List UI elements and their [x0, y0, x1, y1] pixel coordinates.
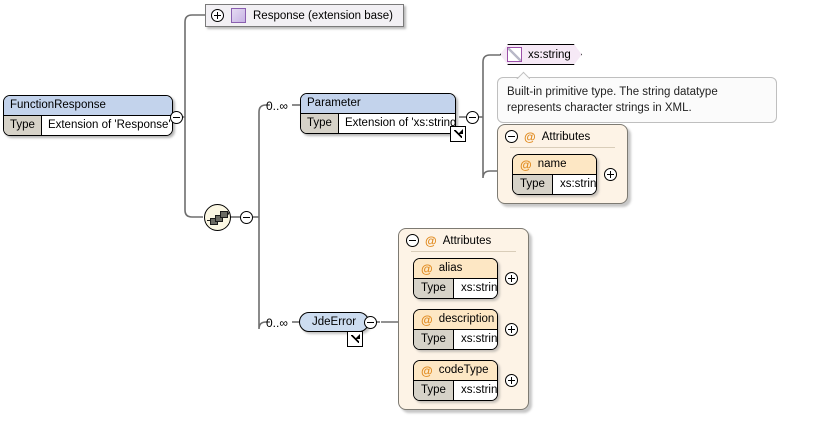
simple-type-annotation-tooltip: Built-in primitive type. The string data…: [497, 77, 777, 123]
attribute-description-box[interactable]: @ description Type xs:string: [413, 309, 498, 350]
attribute-type-row: Type xs:string: [513, 175, 596, 194]
parameter-attributes-group[interactable]: @ Attributes @ name Type xs:string: [497, 124, 628, 204]
attribute-name: alias: [438, 262, 463, 274]
attribute-type-value: xs:string: [453, 381, 497, 400]
root-element-type-row: Type Extension of 'Response': [4, 116, 172, 135]
parameter-type-row: Type Extension of 'xs:string': [301, 114, 455, 133]
extension-base-label: Response (extension base): [253, 9, 393, 22]
parameter-name: Parameter: [301, 94, 455, 114]
attribute-expand-toggle[interactable]: [505, 272, 518, 285]
at-symbol-icon: @: [421, 261, 433, 276]
attribute-type-row: Type xs:string: [414, 381, 497, 400]
attribute-item[interactable]: @ codeType Type xs:string: [413, 360, 518, 401]
attribute-name: description: [438, 313, 495, 325]
divider: [411, 251, 516, 252]
parameter-type-key: Type: [301, 114, 339, 133]
root-element-functionresponse[interactable]: FunctionResponse Type Extension of 'Resp…: [3, 95, 173, 136]
at-symbol-icon: @: [421, 312, 433, 327]
attribute-expand-toggle[interactable]: [604, 168, 617, 181]
root-element-type-key: Type: [4, 116, 42, 135]
jdeerror-collapse-toggle[interactable]: [364, 316, 377, 329]
parameter-cardinality: 0..∞: [266, 99, 288, 113]
simple-type-annotation-text: Built-in primitive type. The string data…: [507, 86, 718, 114]
attribute-type-value: xs:string: [552, 175, 596, 194]
attribute-name-box[interactable]: @ name Type xs:string: [512, 154, 597, 195]
at-symbol-icon: @: [524, 129, 536, 144]
simple-type-xs-string[interactable]: xs:string: [500, 44, 582, 65]
parameter-attributes-header: @ Attributes: [498, 125, 627, 147]
attribute-header: @ description: [414, 310, 497, 330]
simple-type-label: xs:string: [528, 48, 571, 61]
sequence-collapse-toggle[interactable]: [240, 211, 253, 224]
attribute-expand-toggle[interactable]: [505, 374, 518, 387]
attribute-name: name: [537, 158, 567, 170]
parameter-collapse-toggle[interactable]: [466, 111, 479, 124]
complex-type-square-icon: [231, 8, 246, 23]
child-element-parameter[interactable]: Parameter Type Extension of 'xs:string': [300, 93, 456, 134]
attribute-type-row: Type xs:string: [414, 330, 497, 349]
attribute-item[interactable]: @ name Type xs:string: [512, 154, 617, 195]
root-element-type-value: Extension of 'Response': [41, 116, 172, 135]
parameter-external-link-icon[interactable]: [450, 126, 466, 142]
attribute-type-key: Type: [414, 381, 454, 400]
attribute-type-key: Type: [513, 175, 553, 194]
jdeerror-cardinality: 0..∞: [266, 316, 288, 330]
attribute-header: @ name: [513, 155, 596, 175]
child-element-jdeerror[interactable]: JdeError: [299, 312, 370, 332]
simple-type-icon: [507, 47, 522, 62]
tooltip-tail: [516, 71, 530, 79]
attribute-header: @ alias: [414, 259, 497, 279]
attribute-item[interactable]: @ description Type xs:string: [413, 309, 518, 350]
attribute-type-row: Type xs:string: [414, 279, 497, 298]
jdeerror-name: JdeError: [312, 316, 357, 328]
attribute-expand-toggle[interactable]: [505, 323, 518, 336]
attribute-type-key: Type: [414, 330, 454, 349]
at-symbol-icon: @: [520, 157, 532, 172]
parameter-attributes-collapse-toggle[interactable]: [505, 130, 518, 143]
attribute-type-value: xs:string: [453, 330, 497, 349]
at-symbol-icon: @: [421, 363, 433, 378]
attribute-alias-box[interactable]: @ alias Type xs:string: [413, 258, 498, 299]
attribute-item[interactable]: @ alias Type xs:string: [413, 258, 518, 299]
extension-base-node[interactable]: Response (extension base): [205, 4, 404, 27]
extension-base-expand-toggle[interactable]: [211, 9, 224, 22]
parameter-type-value: Extension of 'xs:string': [338, 114, 455, 133]
attribute-type-key: Type: [414, 279, 454, 298]
root-element-collapse-toggle[interactable]: [170, 111, 183, 124]
at-symbol-icon: @: [425, 233, 437, 248]
sequence-compositor-icon[interactable]: [204, 204, 231, 231]
attribute-name: codeType: [438, 364, 489, 376]
parameter-attributes-label: Attributes: [541, 130, 591, 143]
jdeerror-attributes-collapse-toggle[interactable]: [406, 234, 419, 247]
attribute-type-value: xs:string: [453, 279, 497, 298]
attribute-codetype-box[interactable]: @ codeType Type xs:string: [413, 360, 498, 401]
jdeerror-attributes-group[interactable]: @ Attributes @ alias Type xs:string: [398, 228, 529, 410]
jdeerror-attributes-header: @ Attributes: [399, 229, 528, 251]
jdeerror-external-link-icon[interactable]: [347, 331, 363, 347]
jdeerror-attributes-list: @ alias Type xs:string @ description: [399, 256, 528, 409]
root-element-name: FunctionResponse: [4, 96, 172, 116]
attribute-header: @ codeType: [414, 361, 497, 381]
divider: [510, 147, 615, 148]
parameter-attributes-list: @ name Type xs:string: [498, 152, 627, 203]
jdeerror-attributes-label: Attributes: [442, 234, 492, 247]
